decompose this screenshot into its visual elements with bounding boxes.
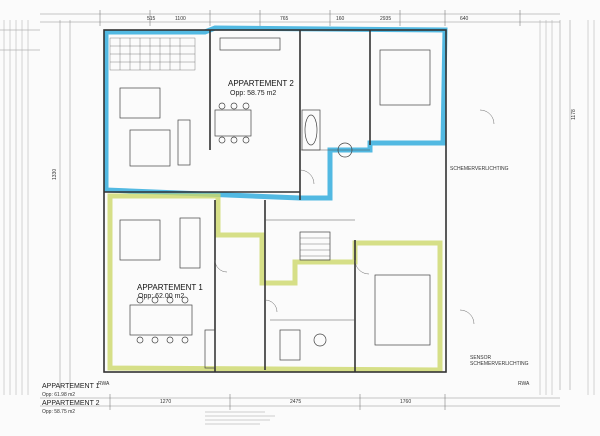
apartment-1-area: Opp: 62.00 m2	[138, 293, 184, 300]
schemer-label-bottom: SCHEMERVERLICHTING	[470, 361, 529, 367]
legend-apt1-name: APPARTEMENT 1	[42, 383, 100, 390]
dim-top-6: 640	[460, 16, 469, 22]
sensor-label: SENSOR	[470, 355, 492, 361]
dim-top-2: 1100	[175, 16, 186, 22]
legend: APPARTEMENT 1 Opp: 61.98 m2 APPARTEMENT …	[42, 383, 100, 415]
dim-right: 1178	[571, 109, 577, 120]
door-swings	[214, 109, 495, 325]
dim-bottom-3: 1760	[400, 399, 411, 405]
title-stamp	[205, 411, 275, 425]
balcony-grid	[109, 37, 196, 71]
dim-bottom-1: 1270	[160, 399, 171, 405]
dim-bottom-2: 2475	[290, 399, 301, 405]
dimension-lines	[0, 10, 571, 410]
legend-apt2-name: APPARTEMENT 2	[42, 400, 100, 407]
rwa-right: RWA	[518, 381, 530, 387]
dim-top-4: 160	[336, 16, 345, 22]
apt1-furniture	[119, 217, 431, 369]
dim-top-3: 765	[280, 16, 289, 22]
apartment-1-outline	[107, 193, 443, 373]
apt2-furniture	[119, 37, 431, 167]
apartment-2-area: Opp: 58.75 m2	[230, 90, 276, 97]
facade-right	[539, 20, 595, 395]
dim-left: 1330	[52, 169, 58, 180]
apartment-1-title: APPARTEMENT 1	[137, 283, 203, 292]
rwa-left: RWA	[98, 381, 110, 387]
apartment-2-title: APPARTEMENT 2	[228, 79, 294, 88]
schemer-label-top: SCHEMERVERLICHTING	[450, 166, 509, 172]
apartment-2-outline	[103, 25, 448, 201]
dim-top-1: 515	[147, 16, 156, 22]
legend-apt1-area: Opp: 61.98 m2	[42, 392, 75, 398]
facade-left	[3, 20, 29, 395]
dim-top-5: 2935	[380, 16, 391, 22]
legend-apt2-area: Opp: 58.75 m2	[42, 409, 75, 415]
